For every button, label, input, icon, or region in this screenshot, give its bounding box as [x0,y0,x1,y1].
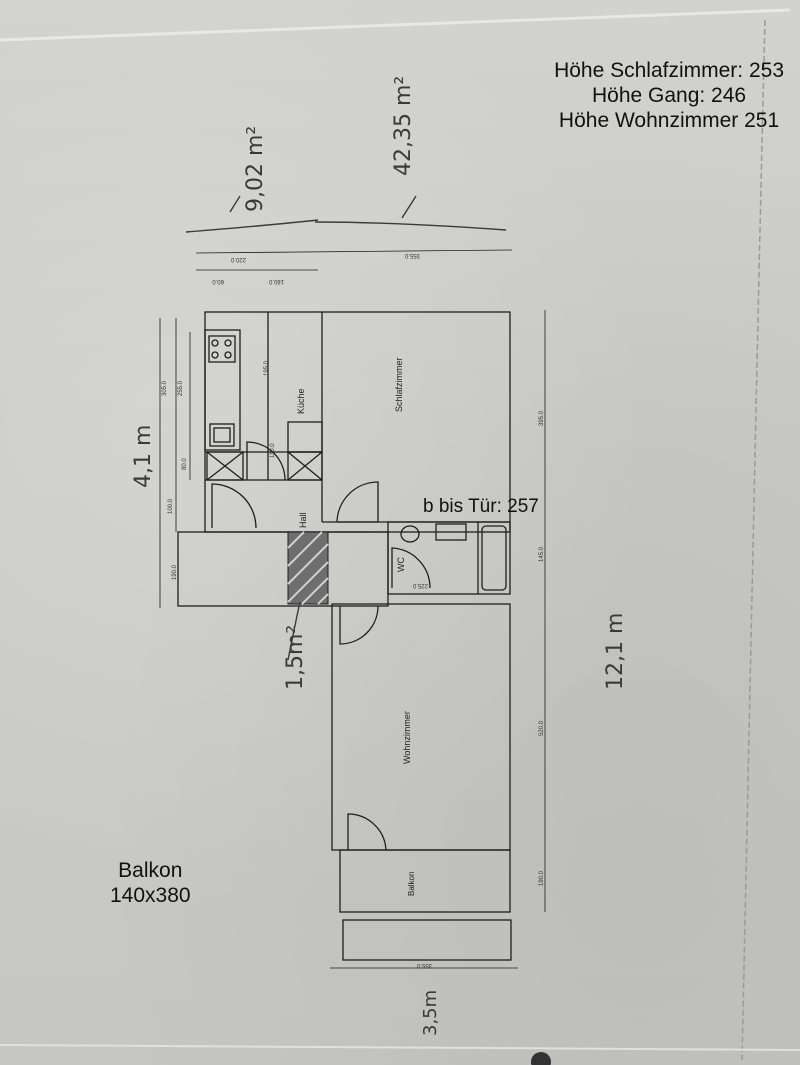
dim-text: 160.0 [268,278,284,284]
hand-stroke-bedroom [314,221,507,231]
dim-text: 355.0 [416,962,432,968]
room-label-balcony: Balkon [407,872,416,896]
area-kitchen-label: 9,02 m² [243,126,268,212]
height-bedroom: Höhe Schlafzimmer: 253 [554,59,784,82]
dim-text: 355.0 [404,252,420,258]
dim-text: 190.0 [539,870,545,886]
cabinet-left [206,451,244,481]
dim-text: 225.0 [412,582,428,588]
ceiling-heights-note: Höhe Schlafzimmer: 253 Höhe Gang: 246 Hö… [554,58,784,133]
cabinet-cross [206,451,244,481]
cabinet-cross [287,451,323,481]
area-bedroom-label: 42,35 m² [391,76,416,176]
toilet [400,525,420,543]
kitchen-sink-basin [213,427,231,443]
dim-text: 520.0 [539,720,545,736]
stove-burner [224,339,232,347]
height-living: Höhe Wohnzimmer 251 [558,109,780,132]
paper-fold-top [0,8,791,42]
dim-text: 145.0 [539,546,545,562]
dim-text: 395.0 [539,410,545,426]
wall-bath-block [387,521,511,595]
cabinet-upper [287,421,323,453]
dim-text: 195.0 [264,360,270,376]
dim-text: 305.0 [162,380,168,396]
hand-pointer [401,195,417,219]
paper-edge-right [741,19,766,1061]
dim-text: 110.0 [270,443,276,458]
paper-edge-bottom [0,1044,800,1051]
door-swing-bedroom [336,481,379,523]
stove-burner [211,351,219,359]
area-hall-label: 1,5m² [283,625,308,690]
wall-hall-block [177,531,389,607]
dim-text: 100.0 [168,498,174,514]
room-label-kitchen: Küche [296,388,306,414]
door-swing-wc [391,547,431,589]
dim-text: 220.0 [230,256,246,262]
hand-stroke-kitchen [185,219,319,233]
room-label-living: Wohnzimmer [402,711,412,764]
balcony-note-title: Balkon [118,859,183,882]
balcony-railing [342,919,512,961]
dim-text: 190.0 [172,564,178,580]
room-label-hall: Hall [298,512,308,528]
width-left-label: 4,1 m [131,425,156,488]
balcony-length-label: 3,5m [420,990,441,1036]
dim-text: 255.0 [178,380,184,396]
stove-burner [224,351,232,359]
length-right-label: 12,1 m [603,613,628,690]
door-swing-balcony [347,813,387,851]
height-hall: Höhe Gang: 246 [591,84,747,107]
door-swing-living [339,605,379,645]
hall-hatch [287,531,329,605]
door-swing-hall [211,483,257,529]
kitchen-sink [209,423,235,447]
room-label-wc: WC [396,557,406,572]
hand-pointer [229,195,241,213]
bathtub [481,525,507,591]
wall-living-room [331,603,511,851]
dim-text: 60.0 [212,278,224,284]
door-height-note: b bis Tür: 257 [423,496,539,517]
hand-pointer-hall [287,601,301,661]
kitchen-counter [204,329,241,451]
balcony-note-size: 140x380 [110,884,191,907]
kitchen-stove [208,335,236,363]
washbasin [435,523,467,541]
dim-line-top [195,249,513,254]
wall-balcony [339,849,511,913]
tape-knob [531,1052,551,1065]
stove-burner [211,339,219,347]
balcony-note: Balkon 140x380 [110,858,191,908]
door-swing-kitchen [246,441,286,481]
room-label-bedroom: Schlafzimmer [394,357,404,412]
dim-text: 80.0 [182,458,188,470]
